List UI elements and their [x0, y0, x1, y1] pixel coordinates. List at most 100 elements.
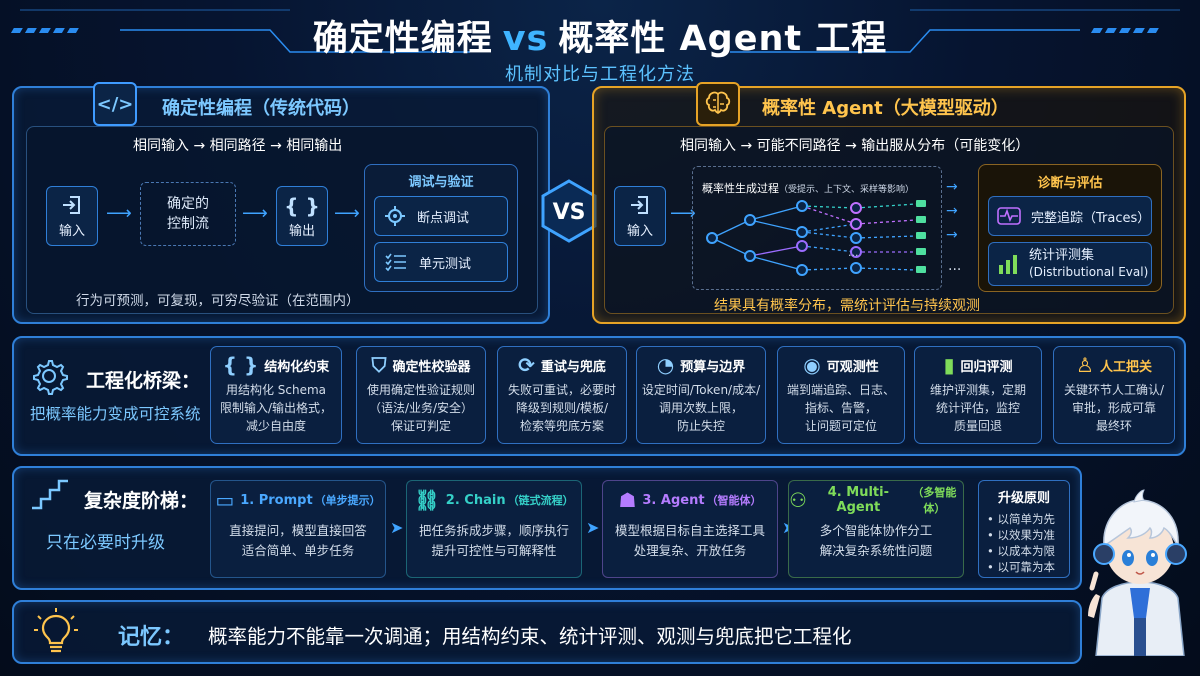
arrow-icon: ⟶ — [334, 203, 360, 224]
bridge-card-desc: 设定时间/Token/成本/ 调用次数上限， 防止失控 — [641, 383, 761, 433]
bridge-card-header: ⛉确定性校验器 — [361, 353, 481, 377]
principle-item: • 以效果为准 — [987, 528, 1055, 542]
eval-text: 统计评测集 (Distributional Eval) — [1029, 248, 1148, 280]
deterministic-footer: 行为可预测，可复现，可穷尽验证（在范围内） — [76, 293, 360, 309]
bridge-card: ◉ 可观测性端到端追踪、日志、 指标、告警， 让问题可定位 — [777, 346, 905, 444]
braces-icon: { } — [222, 353, 259, 377]
probabilistic-title: 概率性 Agent（大模型驱动） — [762, 98, 1009, 119]
prob-input-label: 输入 — [626, 223, 653, 239]
ladder-subtitle: 只在必要时升级 — [46, 533, 165, 553]
vs-text: VS — [553, 200, 586, 225]
bridge-card-desc: 失败可重试，必要时 降级到规则/模板/ 检索等兜底方案 — [507, 383, 616, 433]
prob-input-box: 输入 — [614, 186, 666, 246]
trace-label: 完整追踪（Traces） — [1031, 210, 1151, 226]
prob-process-title: 概率性生成过程（受提示、上下文、采样等影响） — [702, 180, 914, 196]
ladder-step-header: ⚇ 4. Multi-Agent （多智能体） — [789, 485, 963, 515]
arrow-icon: ⟶ — [242, 203, 268, 224]
probability-tree — [706, 200, 926, 276]
prob-process-box — [692, 166, 942, 290]
det-output-box: { } 输出 — [276, 186, 328, 246]
bridge-card: ⛉确定性校验器使用确定性验证规则 （语法/业务/安全） 保证可判定 — [356, 346, 486, 444]
principle-item: • 以简单为先 — [987, 512, 1055, 526]
ladder-step-header: ⛓2. Chain（链式流程） — [407, 485, 581, 515]
ladder-step-tag: （单步提示） — [314, 494, 381, 507]
gauge-icon: ◔ — [656, 353, 675, 377]
ladder-step-desc: 直接提问，模型直接回答 适合简单、单步任务 — [229, 523, 367, 558]
ladder-step-desc: 把任务拆成步骤，顺序执行 提升可控性与可解释性 — [418, 523, 569, 558]
bar-chart-icon — [999, 255, 1017, 274]
eval-label: 统计评测集 — [1029, 248, 1095, 263]
arrow-icon: → — [946, 227, 958, 243]
arrow-icon: → — [946, 203, 958, 219]
det-output-label: 输出 — [288, 223, 315, 239]
bridge-card-desc: 关键环节人工确认/ 审批，形成可靠 最终环 — [1063, 383, 1165, 433]
memory-panel — [12, 600, 1082, 664]
brain-icon — [696, 82, 740, 126]
ladder-step-title: 4. Multi-Agent — [827, 485, 889, 515]
bridge-card: ◔ 预算与边界设定时间/Token/成本/ 调用次数上限， 防止失控 — [636, 346, 766, 444]
bridge-card-header: ▮回归评测 — [919, 353, 1037, 377]
mascot-illustration — [1088, 489, 1187, 656]
bridge-subtitle: 把概率能力变成可控系统 — [30, 405, 201, 423]
ladder-step-header: ▭ 1. Prompt（单步提示） — [211, 485, 385, 515]
ladder-step: ⚇ 4. Multi-Agent （多智能体） 多个智能体协作分工 解决复杂系统性问题 — [788, 480, 964, 578]
checklist-icon — [385, 253, 406, 272]
bridge-title: 工程化桥梁： — [86, 370, 201, 392]
breakpoint-label: 断点调试 — [417, 210, 470, 226]
ladder-step-desc: 模型根据目标自主选择工具 处理复杂、开放任务 — [614, 523, 765, 558]
bridge-card-title: 预算与边界 — [680, 359, 746, 375]
chat-icon: ▭ — [215, 488, 235, 512]
principle-title: 升级原则 — [997, 490, 1050, 506]
unittest-label: 单元测试 — [419, 256, 472, 272]
gear-icon — [33, 360, 68, 395]
ladder-step-tag: （多智能体） — [912, 486, 957, 515]
bridge-card-header: ♙人工把关 — [1058, 353, 1170, 377]
page-subtitle: 机制对比与工程化方法 — [505, 64, 695, 85]
ladder-step-tag: （智能体） — [706, 494, 762, 507]
header-decoration — [10, 9, 1180, 53]
vs-badge: VS — [541, 179, 597, 243]
enter-icon — [631, 195, 648, 214]
bridge-card-desc: 用结构化 Schema 限制输入/输出格式， 减少自由度 — [219, 383, 333, 433]
ladder-title: 复杂度阶梯： — [84, 490, 199, 512]
people-icon: ⚇ — [789, 488, 807, 512]
bar-chart-icon: ▮ — [943, 353, 955, 377]
prob-process-note: （受提示、上下文、采样等影响） — [779, 185, 915, 195]
principle-item: • 以可靠为本 — [987, 560, 1055, 574]
brain-glyph — [705, 91, 731, 115]
breakpoint-item: 断点调试 — [374, 196, 508, 236]
prob-process-label: 概率性生成过程 — [702, 182, 779, 195]
ladder-step: ⛓2. Chain（链式流程） 把任务拆成步骤，顺序执行 提升可控性与可解释性 — [406, 480, 582, 578]
memory-text: 概率能力不能靠一次调通；用结构约束、统计评测、观测与兜底把它工程化 — [208, 625, 852, 648]
memory-label: 记忆： — [118, 625, 185, 650]
principle-list: • 以简单为先• 以效果为准• 以成本为限• 以可靠为本 — [979, 511, 1069, 575]
ladder-step-title: 1. Prompt — [240, 492, 313, 508]
stairs-icon — [32, 479, 68, 510]
lightbulb-icon — [34, 608, 78, 653]
eye-icon: ◉ — [803, 353, 821, 377]
bridge-card-header: ◔ 预算与边界 — [641, 353, 761, 377]
bridge-card-title: 人工把关 — [1099, 359, 1152, 375]
bridge-card: ♙人工把关关键环节人工确认/ 审批，形成可靠 最终环 — [1053, 346, 1175, 444]
bridge-card-title: 可观测性 — [826, 359, 879, 375]
deterministic-flow: 相同输入 → 相同路径 → 相同输出 — [133, 138, 343, 154]
det-input-label: 输入 — [58, 223, 85, 239]
bridge-card-desc: 端到端追踪、日志、 指标、告警， 让问题可定位 — [786, 383, 895, 433]
refresh-icon: ⟳ — [518, 353, 535, 377]
arrow-icon: ➤ — [390, 518, 404, 537]
eval-item: 统计评测集 (Distributional Eval) — [988, 242, 1152, 286]
shield-check-icon: ⛉ — [371, 353, 387, 377]
robot-icon: ☗ — [618, 488, 637, 512]
arrow-icon: → — [946, 179, 958, 195]
bridge-card-desc: 维护评测集，定期 统计评估，监控 质量回退 — [929, 383, 1026, 433]
bridge-card-header: ⟳重试与兜底 — [502, 353, 622, 377]
ladder-step-desc: 多个智能体协作分工 解决复杂系统性问题 — [819, 523, 933, 558]
probabilistic-footer: 结果具有概率分布，需统计评估与持续观测 — [714, 298, 980, 314]
arrow-icon: ⟶ — [106, 203, 132, 224]
det-input-box: 输入 — [46, 186, 98, 246]
arrow-icon: ➤ — [586, 518, 600, 537]
unittest-item: 单元测试 — [374, 242, 508, 282]
braces-icon: { } — [284, 193, 320, 218]
crosshair-icon — [385, 206, 405, 226]
